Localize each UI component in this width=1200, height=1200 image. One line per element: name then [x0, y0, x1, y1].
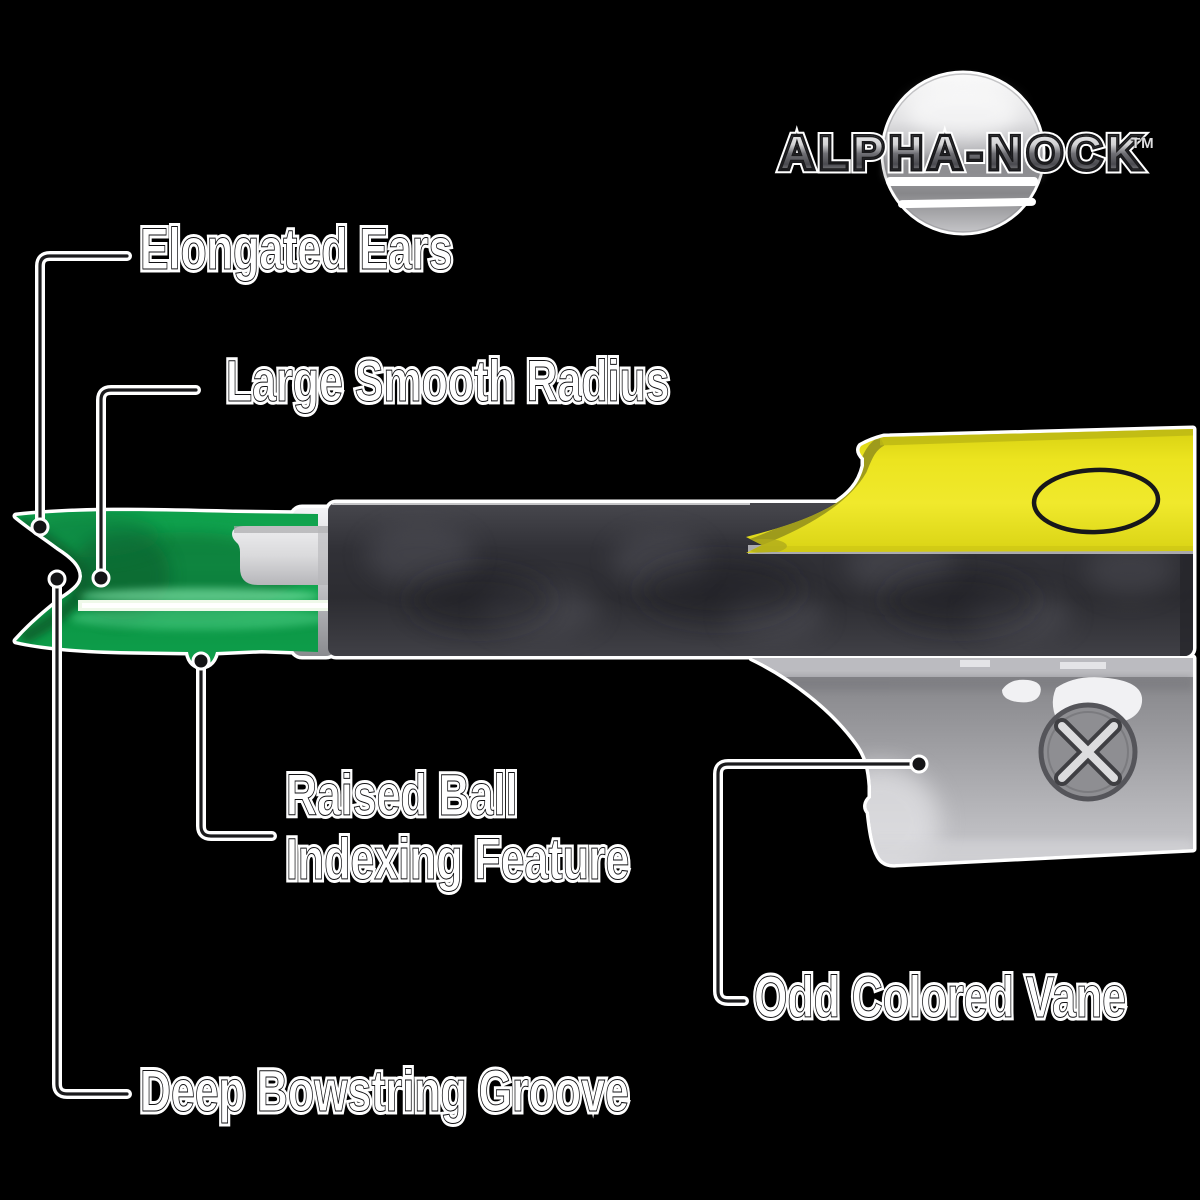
wordmark-halo: ALPHA-NOCK	[745, 124, 1181, 181]
centerline-highlight	[78, 600, 336, 611]
label-halo: Large Smooth Radius	[223, 348, 672, 415]
label-odd-colored-vane: Odd Colored Vane Odd Colored Vane	[751, 964, 1128, 1031]
yellow-vane	[746, 429, 1193, 553]
vane-ellipse-mark	[1031, 467, 1161, 535]
label-elongated-ears: Elongated Ears Elongated Ears	[137, 216, 455, 283]
callout-raised-ball	[191, 651, 277, 841]
label-text: Odd Colored Vane	[754, 965, 1127, 1030]
callout-dot	[91, 568, 111, 588]
label-halo: Odd Colored Vane	[751, 964, 1128, 1031]
label-large-smooth-radius: Large Smooth Radius Large Smooth Radius	[223, 348, 672, 415]
callout-dot	[909, 754, 929, 774]
label-text: Elongated Ears	[140, 217, 453, 282]
label-halo: Elongated Ears	[137, 216, 455, 283]
label-halo: Raised Ball	[283, 760, 629, 831]
trademark-symbol: TM	[1131, 135, 1155, 152]
arrow-illustration	[16, 429, 1193, 865]
label-text: Raised Ball	[286, 763, 518, 828]
arrow-shaft	[328, 503, 1193, 656]
callout-deep-bowstring-groove	[47, 569, 132, 1099]
alpha-nock-logo-sphere	[880, 70, 1046, 236]
wordmark-text: ALPHA-NOCK	[779, 126, 1146, 179]
callout-large-smooth-radius	[91, 385, 201, 588]
vane-x-logo	[1038, 702, 1138, 802]
wordmark-outline: ALPHA-NOCK	[745, 126, 1181, 179]
callouts	[30, 251, 929, 1099]
label-halo: Deep Bowstring Groove	[137, 1058, 631, 1125]
label-text: Deep Bowstring Groove	[140, 1059, 630, 1124]
label-halo: Indexing Feature	[283, 824, 632, 895]
label-text: Large Smooth Radius	[226, 349, 670, 414]
label-raised-ball-indexing-feature: Raised Ball Indexing Feature Raised Ball…	[283, 760, 632, 895]
label-deep-bowstring-groove: Deep Bowstring Groove Deep Bowstring Gro…	[137, 1058, 631, 1125]
callout-elongated-ears	[30, 251, 132, 537]
insert-post	[232, 526, 336, 585]
label-text: Indexing Feature	[286, 827, 630, 892]
alpha-nock-wordmark: ALPHA-NOCK ALPHA-NOCK ALPHA-NOCK	[745, 124, 1181, 181]
callout-odd-colored-vane	[713, 754, 929, 1006]
callout-dot	[191, 651, 211, 671]
callout-dot	[47, 569, 67, 589]
callout-dot	[30, 517, 50, 537]
